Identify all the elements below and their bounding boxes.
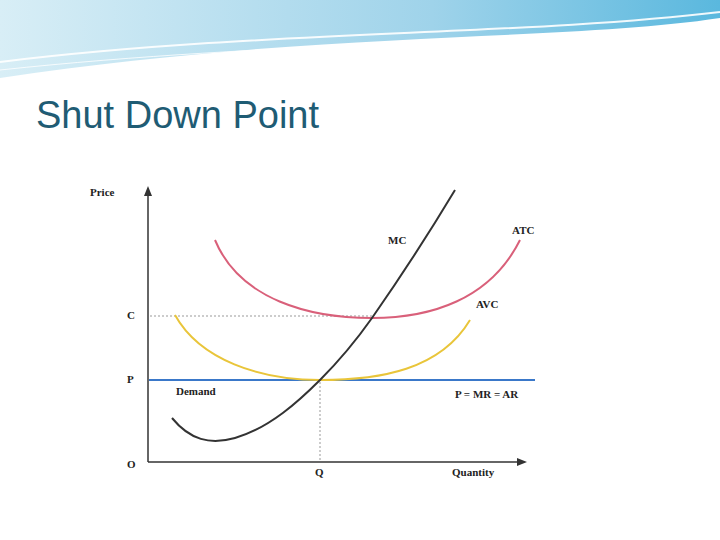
axis-value: Q	[315, 466, 324, 479]
x-axis	[148, 461, 520, 463]
header-swoosh	[0, 12, 720, 62]
header-wave	[0, 0, 720, 78]
atc-curve	[215, 240, 520, 318]
guide-line	[320, 382, 321, 461]
slide-title: Shut Down Point	[36, 94, 319, 137]
axis-label: Quantity	[452, 466, 494, 479]
mc-curve	[172, 190, 455, 441]
axis-value: O	[127, 458, 136, 471]
axis-value: C	[127, 309, 135, 322]
curve-label: MC	[388, 234, 406, 247]
curve-label: AVC	[476, 298, 498, 311]
avc-curve	[175, 315, 470, 380]
y-axis	[147, 192, 149, 462]
axis-label: Price	[90, 186, 114, 199]
curve-label: ATC	[512, 224, 534, 237]
curve-label: P = MR = AR	[455, 388, 518, 401]
chart-ground	[88, 150, 600, 502]
header-swoosh	[0, 22, 720, 70]
axis-value: P	[127, 373, 134, 386]
axis-arrowhead	[144, 186, 152, 196]
curve-label: Demand	[176, 385, 216, 398]
axis-arrowhead	[517, 458, 527, 466]
